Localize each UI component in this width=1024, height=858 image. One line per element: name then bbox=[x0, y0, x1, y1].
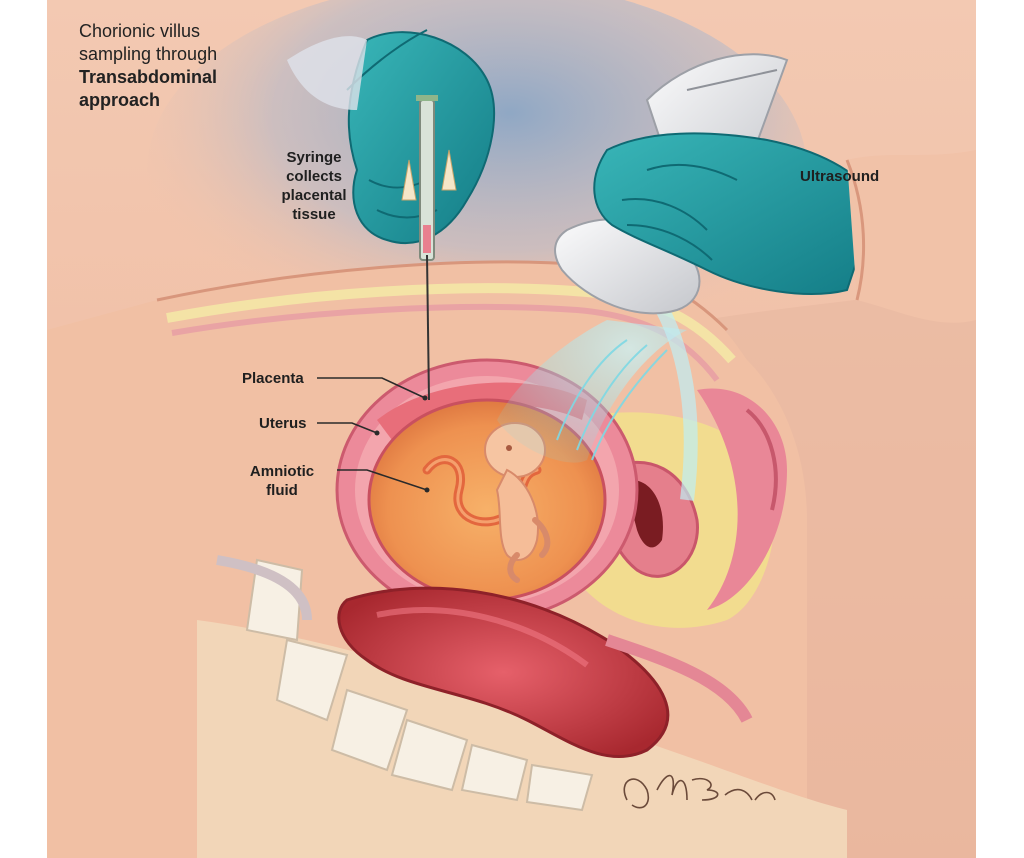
uterus-label: Uterus bbox=[259, 415, 307, 432]
syringe-label-line-3: placental bbox=[281, 187, 347, 204]
syringe-label-line-4: tissue bbox=[292, 206, 336, 223]
title-line-4: approach bbox=[79, 90, 161, 110]
amniotic-label-line-2: fluid bbox=[266, 482, 298, 499]
syringe-label-line-2: collects bbox=[286, 168, 342, 185]
syringe-label-line-1: Syringe bbox=[286, 149, 342, 166]
cvs-illustration bbox=[47, 0, 976, 858]
amniotic-label-line-1: Amniotic bbox=[249, 463, 315, 480]
ultrasound-glove-hand bbox=[593, 132, 879, 295]
title-line-1: Chorionic villus bbox=[79, 21, 201, 41]
ultrasound-label: Ultrasound bbox=[800, 168, 880, 185]
placenta-label: Placenta bbox=[242, 370, 304, 387]
amniotic-fluid-label: Amniotic fluid bbox=[237, 462, 327, 500]
title-line-3: Transabdominal bbox=[79, 67, 218, 87]
diagram-title: Chorionic villus sampling through Transa… bbox=[79, 20, 217, 112]
syringe-label: Syringe collects placental tissue bbox=[272, 148, 356, 224]
syringe bbox=[401, 95, 457, 401]
artist-signature bbox=[623, 774, 776, 809]
illustration-frame: Chorionic villus sampling through Transa… bbox=[47, 0, 976, 858]
title-line-2: sampling through bbox=[79, 44, 218, 64]
